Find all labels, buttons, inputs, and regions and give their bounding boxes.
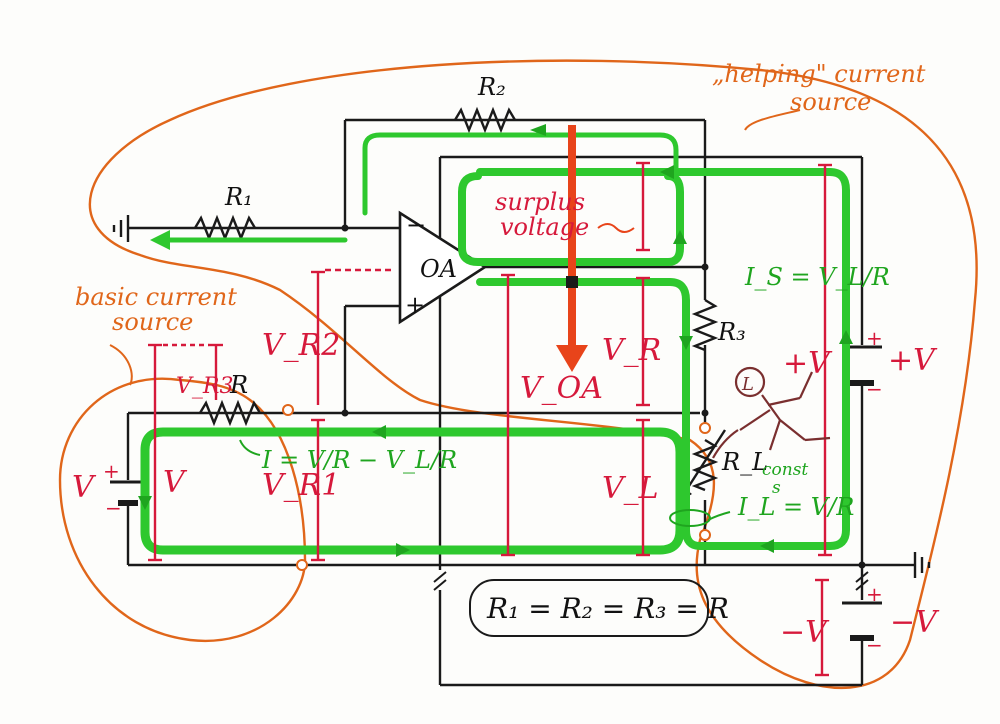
wiring (126, 118, 915, 687)
I-pointer (239, 439, 261, 456)
opamp-plus: + (405, 291, 425, 319)
basic-source-label-1: basic current (75, 283, 237, 311)
voltage-markers (148, 161, 832, 677)
equation-IL: I_L = V/R (737, 493, 854, 521)
resistor-R2 (453, 106, 517, 134)
helping-pointer (744, 109, 801, 131)
label-L: L (741, 374, 754, 395)
label-VOA: V_OA (520, 371, 603, 406)
label-V-minus: − (105, 496, 122, 520)
label-R2: R₂ (477, 73, 506, 101)
basic-pointer (109, 344, 133, 386)
break-marks (433, 571, 869, 591)
label-V: V (72, 470, 97, 505)
label-R1: R₁ (224, 183, 253, 211)
surplus-label-2: voltage (500, 213, 589, 241)
basic-source-label-2: source (112, 308, 193, 336)
opamp-minus: − (406, 211, 426, 239)
resistor-R (198, 399, 262, 427)
equality-box (469, 579, 709, 637)
loop-basic (140, 427, 685, 555)
surplus-arrow (556, 125, 588, 372)
resistor-RL (691, 438, 719, 492)
helping-source-label-2: source (790, 88, 871, 116)
equation-I: I = V/R − V_L/R (261, 446, 457, 474)
label-VR3: V_R3 (176, 374, 233, 399)
label-R3: R₃ (717, 318, 746, 346)
junction-dots (341, 224, 866, 569)
label-VL: V_L (602, 471, 659, 506)
label-const-s: s (772, 478, 781, 498)
label-VR2: V_R2 (262, 328, 340, 363)
surplus-pointer (597, 223, 635, 233)
battery2-plus-sign: + (866, 582, 883, 606)
equality-label: R₁ = R₂ = R₃ = R (486, 592, 729, 625)
feedback-path (362, 132, 679, 216)
label-plusV: +V (783, 346, 833, 381)
battery-minus-sign: − (866, 377, 883, 401)
resistor-R3 (691, 298, 719, 352)
helping-source-label-1: „helping" current (712, 60, 926, 88)
IL-pointer (707, 511, 731, 521)
opamp-triangle (398, 210, 488, 325)
label-minusV-right: −V (890, 605, 940, 640)
equation-IS: I_S = V_L/R (744, 263, 890, 291)
label-const: const (762, 460, 808, 480)
label-opamp: OA (420, 255, 457, 283)
terminal-circles (282, 404, 711, 571)
current-arrows (138, 124, 853, 557)
surplus-label-1: surplus (495, 188, 585, 216)
battery2-minus-sign: − (866, 633, 883, 657)
label-R: R (229, 371, 248, 399)
label-RL: R_L (721, 448, 768, 476)
battery-plus-sign: + (866, 326, 883, 350)
load-figure (712, 366, 831, 459)
helping-source-boundary (88, 59, 978, 690)
ground-symbol-left (112, 215, 130, 242)
label-V-plus: + (103, 459, 120, 483)
label-VR: V_R (602, 333, 661, 368)
battery-V (110, 480, 146, 506)
ground-symbol-right (913, 552, 931, 578)
label-V-inner: V (163, 465, 188, 500)
label-VR1: V_R1 (262, 468, 340, 503)
basic-source-boundary (58, 377, 307, 643)
label-plusV-right: +V (888, 343, 938, 378)
battery-minusV (842, 601, 882, 641)
label-minusV: −V (780, 615, 830, 650)
